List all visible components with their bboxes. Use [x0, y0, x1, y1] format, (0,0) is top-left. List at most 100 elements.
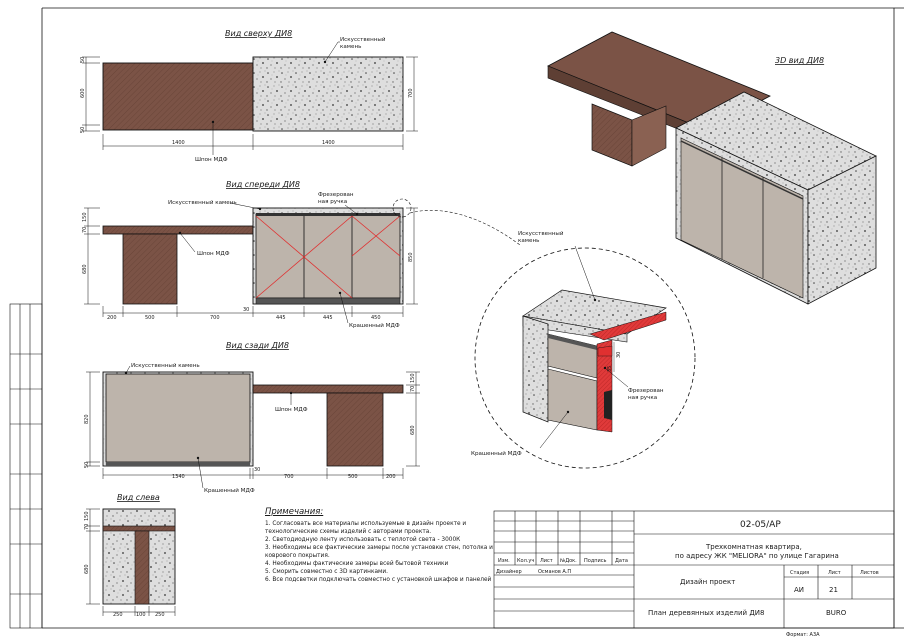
detail-handle-label-1: Фрезерован [628, 388, 664, 394]
iso-view: 3D вид ДИ8 [547, 31, 877, 305]
left-dim-h-150: 150 [84, 511, 90, 521]
top-stone-label-1: Искусственный [340, 36, 386, 43]
top-dim-w2: 1400 [322, 140, 335, 146]
top-dim-h-bottom: 50 [80, 127, 86, 133]
front-painted-label: Крашенный МДФ [349, 322, 400, 329]
back-veneer-label: Шпон МДФ [275, 407, 308, 413]
left-dim-c: 250 [155, 612, 165, 618]
notes-block: Примечания: 1. Согласовать все материалы… [265, 508, 495, 584]
back-view: Вид сзади ДИ8 1340 30 700 500 200 820 50… [84, 341, 420, 494]
left-view: Вид слева 250 100 250 680 70 150 [84, 493, 176, 618]
detail-handle-label-2: ная ручка [628, 395, 657, 401]
front-dim-h-150: 150 [82, 212, 88, 222]
back-dim-h-150: 150 [410, 373, 416, 383]
back-dim-e: 200 [386, 474, 396, 480]
front-dim-e: 445 [323, 315, 333, 321]
left-veneer-leg [134, 530, 150, 605]
tb-code: 02-05/АР [740, 520, 781, 530]
front-dim-a: 200 [107, 315, 117, 321]
back-dim-h-50: 50 [84, 462, 90, 468]
front-handle-label-2: ная ручка [318, 199, 347, 205]
tb-h-izm: Изм. [498, 558, 510, 564]
top-veneer-panel [102, 62, 254, 131]
left-dim-b: 100 [136, 612, 146, 618]
iso-cabinet-side [807, 155, 877, 305]
top-dim-h-total: 600 [80, 88, 86, 98]
tb-h-koluch: Кол.уч [517, 558, 534, 564]
top-view: Вид сверху ДИ8 1400 1400 600 50 50 700 И… [80, 29, 418, 163]
tb-col-sheet: Лист [828, 570, 841, 576]
tb-format: Формат: А3А [786, 632, 820, 638]
left-view-title: Вид слева [117, 493, 160, 502]
note-item: 6. Все подсветки подключать совместно с … [265, 577, 492, 583]
back-dim-b: 30 [254, 467, 260, 473]
front-doors [255, 213, 401, 299]
left-dim-h: 680 [84, 564, 90, 574]
back-stone-label: Искусственный камень [131, 362, 200, 369]
front-dim-h-cab: 850 [408, 252, 414, 262]
tb-sheet: 21 [829, 586, 838, 594]
tb-h-list: Лист [540, 558, 553, 564]
front-dim-h-leg: 680 [82, 264, 88, 274]
tb-h-podpis: Подпись [584, 558, 607, 564]
back-panel [105, 373, 251, 463]
tb-project-1: Трехкомнатная квартира, [705, 543, 802, 551]
front-dim-f: 450 [371, 315, 381, 321]
iso-view-title: 3D вид ДИ8 [775, 56, 824, 65]
detail-circle [474, 247, 696, 469]
front-stone-label: Искусственный камень [168, 199, 237, 206]
detail-stone-label-1: Искусственный [518, 230, 564, 237]
note-item: 3. Необходимы все фактические замеры пос… [265, 545, 493, 559]
detail-view: 35 30 Искусственный камень Фрезерован на… [471, 230, 696, 469]
back-dim-d: 500 [348, 474, 358, 480]
tb-project-2: по адресу ЖК "MELIORA" по улице Гагарина [675, 552, 839, 560]
left-dim-h-70: 70 [84, 524, 90, 530]
detail-painted-label: Крашенный МДФ [471, 450, 522, 457]
tb-h-ndok: №Док. [560, 558, 577, 564]
front-dim-d: 445 [276, 315, 286, 321]
back-dim-h-70: 70 [410, 386, 416, 392]
front-dim-h-70: 70 [82, 227, 88, 233]
tb-col-sheets: Листов [860, 570, 879, 576]
top-dim-h-right: 700 [408, 88, 414, 98]
back-veneer-leg [326, 392, 384, 467]
tb-role: Дизайнер [496, 568, 522, 575]
detail-stone-label-2: камень [518, 238, 539, 244]
top-dim-w1: 1400 [172, 140, 185, 146]
note-item: 2. Светодиодную ленту использовать с теп… [265, 537, 461, 543]
front-dim-b: 500 [145, 315, 155, 321]
tb-company: BURO [826, 609, 847, 617]
back-veneer-top [252, 384, 404, 394]
front-veneer-leg [122, 233, 178, 305]
front-dim-c: 700 [210, 315, 220, 321]
title-block-text: 02-05/АР Трехкомнатная квартира, по адре… [496, 520, 879, 638]
top-veneer-label: Шпон МДФ [195, 157, 228, 163]
tb-stage: АИ [794, 586, 804, 594]
title-block [493, 510, 895, 629]
sheet-frame [9, 7, 904, 629]
front-handle-label-1: Фрезерован [318, 192, 354, 198]
top-stone-label-2: камень [340, 44, 361, 50]
top-stone-panel [252, 56, 404, 132]
notes-heading: Примечания: [265, 507, 324, 517]
front-detail-callout [392, 198, 412, 218]
top-view-title: Вид сверху ДИ8 [225, 29, 292, 38]
detail-dim-35: 35 [607, 366, 613, 372]
back-dim-a: 1340 [172, 474, 185, 480]
back-dim-h-cab: 820 [84, 414, 90, 424]
tb-col-stage: Стадия [790, 570, 809, 576]
tb-person: Османов А.П [538, 569, 571, 575]
top-dim-h-top: 50 [80, 57, 86, 63]
iso-veneer-leg [591, 103, 633, 167]
back-painted-label: Крашенный МДФ [204, 487, 255, 494]
note-item: 5. Сморить совместно с 3D картинками. [265, 569, 388, 575]
tb-drawing: План деревянных изделий ДИ8 [648, 609, 764, 617]
front-veneer-label: Шпон МДФ [197, 251, 230, 257]
front-view: Вид спереди ДИ8 200 500 700 445 445 450 [82, 180, 521, 329]
note-item: 1. Согласовать все материалы используемы… [265, 521, 467, 535]
tb-h-data: Дата [615, 558, 628, 564]
back-dim-h-leg: 680 [410, 425, 416, 435]
back-view-title: Вид сзади ДИ8 [226, 341, 289, 350]
